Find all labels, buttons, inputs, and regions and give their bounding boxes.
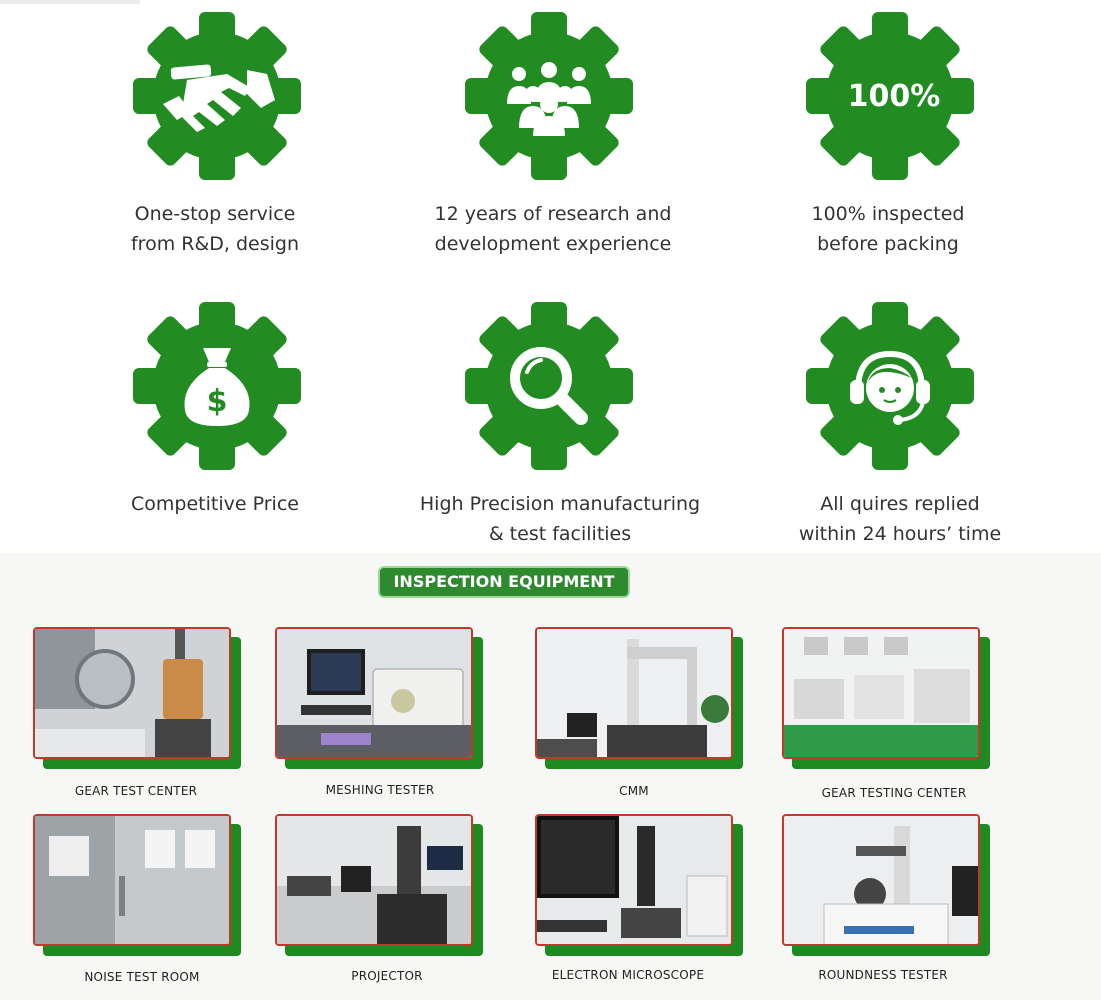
magnifier-gear bbox=[461, 298, 637, 474]
equipment-card-cmm bbox=[535, 627, 745, 769]
top-divider bbox=[0, 0, 140, 4]
equipment-card-projector bbox=[275, 814, 485, 956]
feature-line: from R&D, design bbox=[130, 233, 299, 255]
svg-text:$: $ bbox=[207, 384, 228, 419]
percent-gear: 100% bbox=[802, 8, 978, 184]
equipment-card-meshing-tester bbox=[275, 627, 485, 769]
equipment-label: GEAR TEST CENTER bbox=[74, 784, 198, 798]
equipment-label: NOISE TEST ROOM bbox=[84, 970, 200, 984]
feature-line: before packing bbox=[817, 233, 959, 255]
feature-price-text: Competitive Price bbox=[55, 489, 375, 519]
equipment-photo bbox=[782, 627, 980, 759]
feature-line: One-stop service bbox=[134, 203, 296, 225]
team-gear bbox=[461, 8, 637, 184]
money-bag-icon: $ bbox=[184, 348, 250, 426]
feature-line: development experience bbox=[434, 233, 672, 255]
equipment-card-roundness-tester bbox=[782, 814, 992, 956]
equipment-label: CMM bbox=[619, 784, 649, 798]
inspection-title: INSPECTION EQUIPMENT bbox=[378, 566, 630, 598]
equipment-label: ROUNDNESS TESTER bbox=[818, 968, 948, 982]
equipment-photo bbox=[275, 814, 473, 946]
percent-100-icon: 100% bbox=[848, 79, 941, 114]
feature-reply-text: All quires replied within 24 hours’ time bbox=[740, 489, 1060, 549]
feature-line: All quires replied bbox=[820, 493, 980, 515]
equipment-label: MESHING TESTER bbox=[325, 783, 435, 797]
equipment-card-noise-test-room bbox=[33, 814, 243, 956]
support-gear bbox=[802, 298, 978, 474]
equipment-label: PROJECTOR bbox=[351, 969, 423, 983]
equipment-label: ELECTRON MICROSCOPE bbox=[551, 968, 705, 982]
headset-agent-icon bbox=[850, 350, 930, 425]
feature-inspected-text: 100% inspected before packing bbox=[728, 199, 1048, 259]
money-gear: $ bbox=[129, 298, 305, 474]
magnifier-icon bbox=[510, 347, 588, 425]
equipment-photo bbox=[33, 627, 231, 759]
handshake-icon bbox=[163, 64, 275, 132]
handshake-gear bbox=[129, 8, 305, 184]
feature-line: & test facilities bbox=[488, 523, 632, 545]
equipment-photo bbox=[535, 627, 733, 759]
feature-one-stop-text: One-stop service from R&D, design bbox=[55, 199, 375, 259]
equipment-photo bbox=[782, 814, 980, 946]
feature-line: within 24 hours’ time bbox=[798, 523, 1002, 545]
equipment-photo bbox=[535, 814, 733, 946]
equipment-card-gear-test-center bbox=[33, 627, 243, 769]
equipment-card-gear-testing-center bbox=[782, 627, 992, 769]
equipment-label: GEAR TESTING CENTER bbox=[821, 786, 967, 800]
equipment-photo bbox=[33, 814, 231, 946]
equipment-card-electron-microscope bbox=[535, 814, 745, 956]
feature-line: 100% inspected bbox=[811, 203, 965, 225]
feature-precision-text: High Precision manufacturing & test faci… bbox=[400, 489, 720, 549]
feature-line: Competitive Price bbox=[131, 493, 299, 515]
feature-line: High Precision manufacturing bbox=[419, 493, 701, 515]
team-icon bbox=[507, 62, 591, 136]
feature-experience-text: 12 years of research and development exp… bbox=[393, 199, 713, 259]
equipment-photo bbox=[275, 627, 473, 759]
feature-line: 12 years of research and bbox=[434, 203, 672, 225]
